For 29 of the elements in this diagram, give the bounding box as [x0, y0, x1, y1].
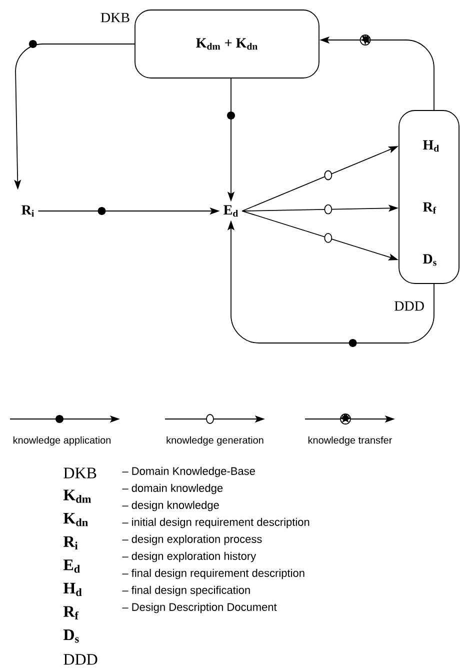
symbol-label: D$_{s}$: [423, 254, 436, 266]
symbol-label: DDD: [64, 654, 98, 665]
symbol-label: K$_{dm}$: [63, 490, 92, 503]
symbol-label: D$_{s}$: [63, 630, 79, 643]
box-heading: DKB: [100, 12, 130, 22]
symbol-label: R$_{f}$: [63, 606, 79, 620]
legend-label: knowledge application: [13, 436, 111, 446]
symbol-label: H$_{d}$: [63, 582, 82, 596]
definition-text: – final design specification: [122, 586, 250, 596]
legend-label: knowledge generation: [166, 436, 264, 446]
symbol-label: K$_{dn}$: [63, 513, 88, 526]
rounded-box: K$_{dm}$ + K$_{dn}$: [134, 10, 320, 78]
definition-text: – domain knowledge: [122, 484, 223, 494]
legend-label: knowledge transfer: [308, 436, 392, 446]
symbol-label: R$_{i}$: [22, 205, 34, 217]
definition-text: – design knowledge: [122, 500, 219, 512]
symbol-label: H$_{d}$: [422, 140, 439, 152]
symbol-label: DKB: [64, 468, 96, 478]
definition-text: – final design requirement description: [122, 568, 304, 580]
box-heading: DDD: [394, 301, 424, 311]
definition-text: – Design Description Document: [122, 602, 277, 614]
symbol-label: R$_{i}$: [63, 536, 78, 550]
definition-text: – design exploration process: [122, 534, 262, 546]
symbol-label: E$_{d}$: [63, 560, 80, 573]
symbol-label: E$_{d}$: [224, 205, 238, 217]
symbol-label: R$_{f}$: [422, 202, 436, 214]
definition-text: – Domain Knowledge-Base: [122, 466, 255, 478]
definition-text: – design exploration history: [122, 552, 256, 562]
definition-text: – initial design requirement description: [122, 518, 310, 528]
